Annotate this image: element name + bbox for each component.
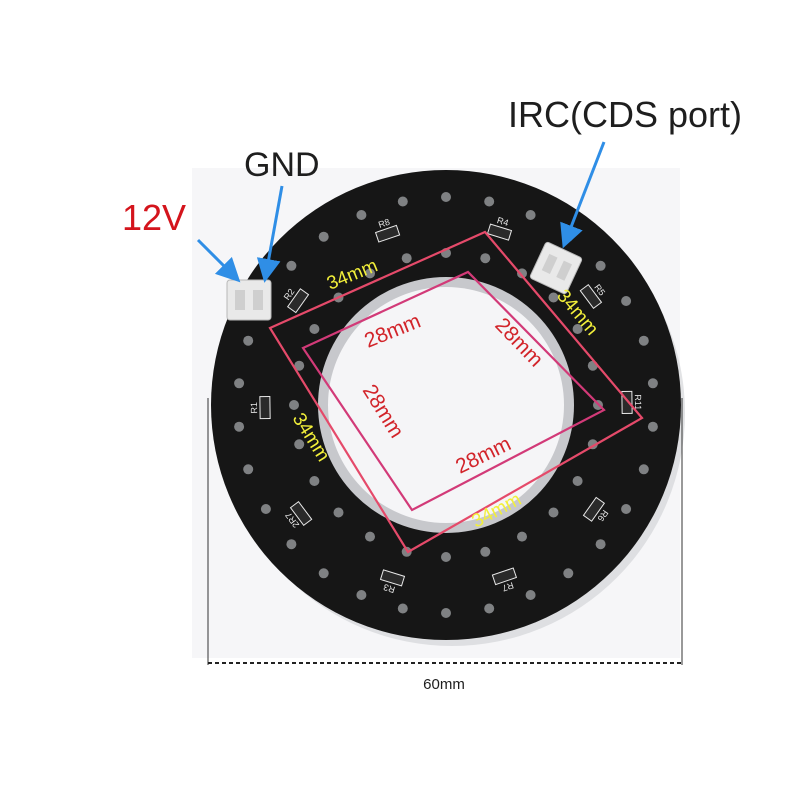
- ir-led: [647, 421, 658, 432]
- ir-led: [441, 192, 451, 202]
- smd-resistor: R1: [249, 396, 271, 420]
- arrow-gnd: [256, 185, 284, 283]
- label-gnd: GND: [244, 146, 320, 184]
- silkscreen-label: R11: [633, 394, 643, 410]
- center-hole: [328, 287, 564, 523]
- ir-led: [243, 464, 254, 475]
- ir-led: [480, 253, 491, 264]
- ir-led: [441, 608, 451, 618]
- arrow-12v: [196, 238, 241, 283]
- ir-led: [647, 378, 658, 389]
- smd-resistor: R7: [491, 567, 518, 593]
- inner-square-28mm: [301, 270, 606, 512]
- ir-led: [309, 324, 320, 334]
- ir-led: [294, 439, 305, 450]
- ir-led: [243, 335, 254, 346]
- arrow-irc: [560, 141, 606, 249]
- ir-led: [286, 260, 297, 271]
- ir-led: [234, 378, 245, 389]
- ir-led: [401, 253, 412, 264]
- ir-led: [572, 476, 583, 486]
- ir-led: [260, 504, 271, 514]
- silkscreen-label: R4: [496, 215, 510, 228]
- ir-led: [480, 546, 491, 557]
- ir-led: [548, 292, 559, 303]
- smd-resistor: R8: [374, 217, 401, 243]
- ir-led: [356, 590, 367, 600]
- label-12v: 12V: [122, 197, 186, 238]
- ir-led: [621, 504, 632, 514]
- smd-resistor: R4: [486, 215, 513, 241]
- ir-led: [286, 539, 297, 550]
- ir-led: [525, 210, 536, 220]
- ir-led: [318, 568, 329, 579]
- ir-led: [333, 507, 344, 518]
- silkscreen-label: R3: [382, 582, 396, 595]
- ir-led: [397, 603, 408, 614]
- ir-led: [595, 260, 606, 271]
- width-label: 60mm: [423, 676, 465, 693]
- label-irc: IRC(CDS port): [508, 94, 742, 135]
- smd-resistor: R3: [379, 569, 406, 595]
- ir-led: [484, 196, 495, 207]
- ir-led: [234, 421, 245, 432]
- ir-led: [621, 296, 632, 306]
- silkscreen-label: R1: [249, 402, 259, 414]
- ir-led: [517, 531, 527, 542]
- ir-led: [294, 360, 305, 371]
- smd-resistor: R2: [282, 287, 310, 314]
- ir-led: [563, 568, 574, 579]
- ir-led: [365, 531, 375, 542]
- cds-connector: [529, 241, 583, 295]
- ir-led: [289, 400, 299, 410]
- ir-led: [318, 231, 329, 242]
- ir-led: [365, 268, 375, 279]
- ir-led: [525, 590, 536, 600]
- ir-led: [572, 324, 583, 334]
- ir-led: [309, 476, 320, 486]
- ir-led: [638, 464, 649, 475]
- outer-square-34mm: [268, 230, 644, 554]
- ir-led: [397, 196, 408, 207]
- ir-led: [356, 210, 367, 220]
- silkscreen-label: R7: [501, 580, 515, 593]
- ir-led: [484, 603, 495, 614]
- ir-led: [441, 552, 451, 562]
- power-connector: [226, 279, 272, 321]
- ir-led: [548, 507, 559, 518]
- ir-led: [517, 268, 527, 279]
- ir-led: [595, 539, 606, 550]
- silkscreen-label: R8: [377, 217, 391, 230]
- ir-led: [638, 335, 649, 346]
